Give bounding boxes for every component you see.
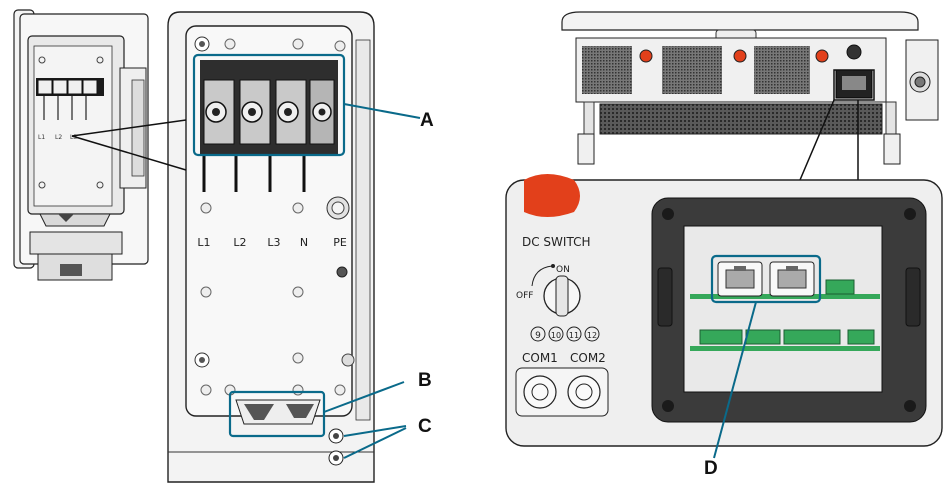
port-number: 10 (551, 331, 561, 340)
ac-connection-panel: L1 L2 L3 N PE (167, 11, 375, 483)
port-number: 9 (535, 331, 541, 341)
communication-panel-detail: DC SWITCH ON OFF 9 10 11 12 COM1 COM2 (505, 174, 943, 447)
inverter-side-view: L1 L2 L3 (13, 9, 149, 281)
dc-switch[interactable] (543, 275, 581, 317)
highlight-box-b (228, 390, 326, 438)
callout-a: A (420, 110, 434, 131)
dc-switch-on-label: ON (556, 265, 570, 275)
dc-connectors-group (582, 46, 810, 94)
callout-c: C (418, 416, 432, 437)
green-terminal-blocks (699, 279, 875, 345)
highlight-box-d (710, 254, 822, 304)
dc-switch-off-label: OFF (516, 291, 533, 301)
com1-port[interactable] (523, 375, 557, 409)
mini-terminal-label: L2 (55, 134, 62, 141)
ethernet-port-2[interactable] (769, 261, 815, 297)
terminal-label-n: N (300, 236, 308, 249)
callout-b: B (418, 370, 432, 391)
callout-d: D (704, 458, 718, 479)
port-number-row: 9 10 11 12 (530, 326, 600, 342)
com2-port[interactable] (567, 375, 601, 409)
com2-label: COM2 (570, 351, 606, 365)
inverter-bottom-view (561, 11, 939, 165)
mini-terminal-label: L3 (70, 134, 77, 141)
dc-switch-title: DC SWITCH (522, 235, 590, 249)
dc-switch-knob-partial (524, 174, 580, 217)
terminal-label-l2: L2 (233, 236, 246, 249)
terminal-label-pe: PE (333, 236, 347, 249)
port-number: 12 (587, 331, 597, 340)
com1-label: COM1 (522, 351, 558, 365)
ethernet-port-1[interactable] (717, 261, 763, 297)
terminal-label-l1: L1 (197, 236, 210, 249)
mini-terminal-label: L1 (38, 134, 45, 141)
terminal-label-l3: L3 (267, 236, 280, 249)
port-number: 11 (569, 331, 579, 340)
